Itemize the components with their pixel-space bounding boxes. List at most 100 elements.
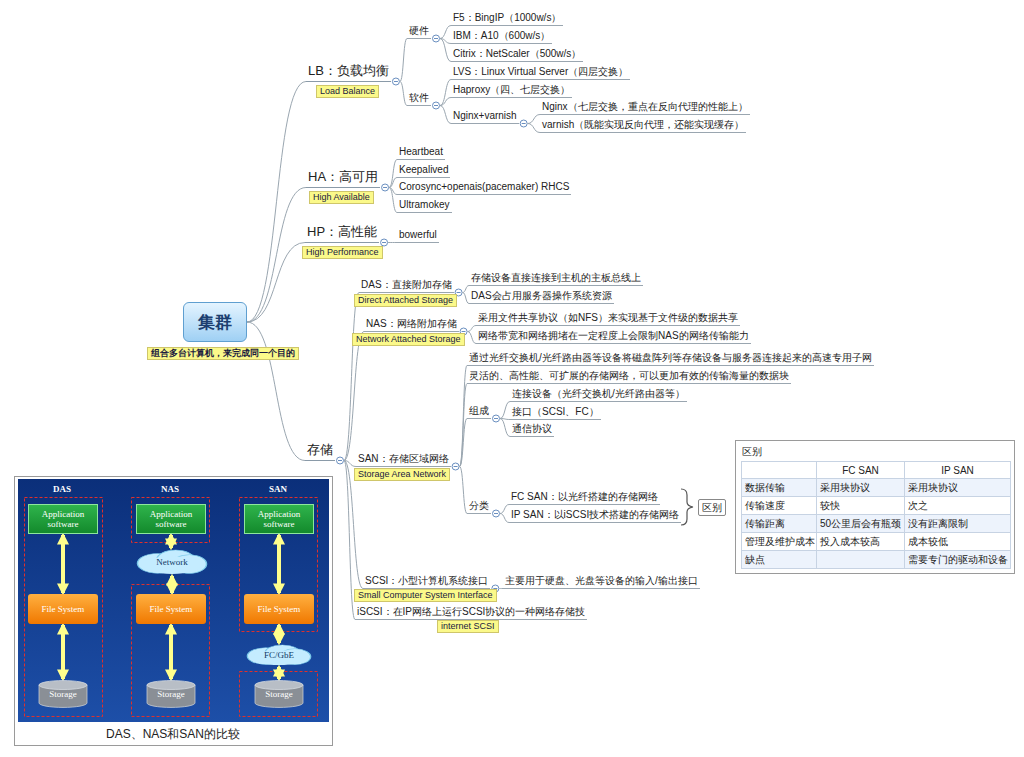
illustration-panel (15, 477, 333, 746)
collapse-minus (457, 292, 461, 293)
topic-text: Nginx+varnish (453, 110, 517, 121)
topic-text: HP：高性能 (307, 224, 377, 239)
table-text: 50公里后会有瓶颈 (820, 517, 901, 531)
branch-line (344, 293, 359, 461)
illustration-ground (18, 479, 329, 722)
sub-topic: DAS：直接附加存储Direct Attached Storage (359, 278, 454, 293)
column-heading: SAN (269, 484, 287, 494)
topic-label: Load Balance (316, 85, 379, 98)
sub-topic: bowerful (397, 228, 439, 243)
sub-topic: Corosync+openais(pacemaker) RHCS (397, 180, 571, 195)
sub-topic: Nginx+varnish (451, 109, 519, 124)
sub-topic: Ultramokey (397, 198, 452, 213)
filesystem-box: File System (136, 594, 206, 624)
topic-text: 区别 (702, 502, 722, 513)
table-cell (741, 461, 817, 479)
cylinder-top (39, 681, 87, 690)
collapse-icon (520, 120, 527, 127)
topic-text: Ultramokey (399, 199, 450, 210)
topic-text: Network (156, 557, 188, 567)
sub-topic: NAS：网络附加存储Network Attached Storage (364, 317, 459, 332)
summary-box: 区别 (698, 499, 726, 516)
collapse-minus (462, 331, 466, 332)
topic-text: Application software (139, 509, 203, 529)
branch-line (247, 82, 306, 323)
branch-line (440, 106, 451, 124)
data-arrow (169, 535, 173, 548)
branch-line (344, 332, 364, 461)
branch-line (500, 505, 509, 514)
main-topic: LB：负载均衡Load Balance (306, 63, 391, 82)
sub-topic: 网络带宽和网络拥堵在一定程度上会限制NAS的网络传输能力 (476, 329, 751, 344)
branch-line (440, 26, 451, 39)
topic-text: DAS：直接附加存储 (361, 279, 452, 290)
filesystem-box: File System (244, 594, 314, 624)
topic-text: Nginx（七层交换，重点在反向代理的性能上） (542, 101, 748, 112)
topic-text: File System (150, 604, 193, 614)
topic-text: 硬件 (409, 25, 429, 36)
topic-text: 接口（SCSI、FC） (512, 406, 599, 417)
collapse-minus (434, 38, 438, 39)
cylinder-top (255, 681, 303, 690)
topic-text: Storage (265, 689, 293, 699)
central-topic: 集群组合多台计算机，来完成同一个目的 (183, 302, 247, 342)
branch-line (460, 467, 467, 514)
data-arrow (277, 625, 281, 643)
table-note: 区别FC SANIP SAN数据传输采用块协议采用块协议传输速度较快次之传输距离… (735, 440, 1015, 574)
branch-line (528, 115, 540, 124)
sub-topic: Haproxy（四、七层交换） (451, 83, 572, 98)
storage-cylinder: Storage (146, 680, 196, 708)
topic-text: 存储 (307, 442, 333, 457)
branch-line (500, 402, 510, 419)
collapse-icon (452, 463, 459, 470)
sub-topic: 组成 (467, 404, 491, 419)
table-cell: 投入成本较高 (817, 533, 905, 551)
branch-line (468, 326, 476, 332)
table-cell: 50公里后会有瓶颈 (817, 515, 905, 533)
collapse-icon (433, 35, 440, 42)
table-cell: 采用块协议 (905, 479, 1011, 497)
cloud-lobes (137, 550, 206, 574)
collapse-icon (433, 102, 440, 109)
collapse-minus (434, 105, 438, 106)
topic-label: High Performance (302, 246, 383, 259)
collapse-minus (382, 242, 386, 243)
sub-topic: varnish（既能实现反向代理，还能实现缓存） (540, 118, 746, 133)
sub-topic: 灵活的、高性能、可扩展的存储网络，可以更加有效的传输海量的数据块 (467, 369, 791, 384)
sub-topic: 存储设备直接连接到主机的主板总线上 (469, 271, 643, 286)
table-text: 没有距离限制 (908, 517, 968, 531)
topic-text: Storage (157, 689, 185, 699)
topic-text: DAS会占用服务器操作系统资源 (471, 290, 612, 301)
topic-text: Haproxy（四、七层交换） (453, 84, 570, 95)
table-text: 数据传输 (745, 481, 785, 495)
topic-label: Storage Area Network (354, 468, 450, 481)
topic-text: Storage (49, 689, 77, 699)
table-cell: 成本较低 (905, 533, 1011, 551)
topic-text: SAN：存储区域网络 (358, 453, 449, 464)
table-cell: 采用块协议 (817, 479, 905, 497)
topic-text: 通过光纤交换机/光纤路由器等设备将磁盘阵列等存储设备与服务器连接起来的高速专用子… (469, 352, 872, 363)
storage-cylinder: Storage (254, 680, 304, 708)
topic-text: NAS：网络附加存储 (366, 318, 457, 329)
sub-topic: 软件 (407, 91, 431, 106)
table-cell: 传输速度 (741, 497, 817, 515)
table-cell: 传输距离 (741, 515, 817, 533)
sub-topic: SCSI：小型计算机系统接口Small Computer System Inte… (363, 574, 490, 589)
table-text: IP SAN (941, 465, 974, 476)
sub-topic: 通过光纤交换机/光纤路由器等设备将磁盘阵列等存储设备与服务器连接起来的高速专用子… (467, 351, 874, 366)
branch-line (400, 39, 407, 82)
topic-label: Network Attached Storage (352, 333, 465, 346)
brace (681, 489, 693, 525)
branch-line (247, 188, 306, 323)
collapse-minus (394, 81, 398, 82)
cylinder-top (147, 681, 195, 690)
data-arrow (61, 535, 65, 593)
table-cell: 缺点 (741, 551, 817, 569)
table-text: 缺点 (745, 553, 765, 567)
topic-text: IBM：A10（600w/s） (453, 30, 550, 41)
topic-text: IP SAN：以iSCSI技术搭建的存储网络 (511, 509, 679, 520)
sub-topic: Heartbeat (397, 145, 445, 160)
table-cell: 次之 (905, 497, 1011, 515)
data-arrow (277, 535, 281, 593)
collapse-minus (494, 513, 498, 514)
